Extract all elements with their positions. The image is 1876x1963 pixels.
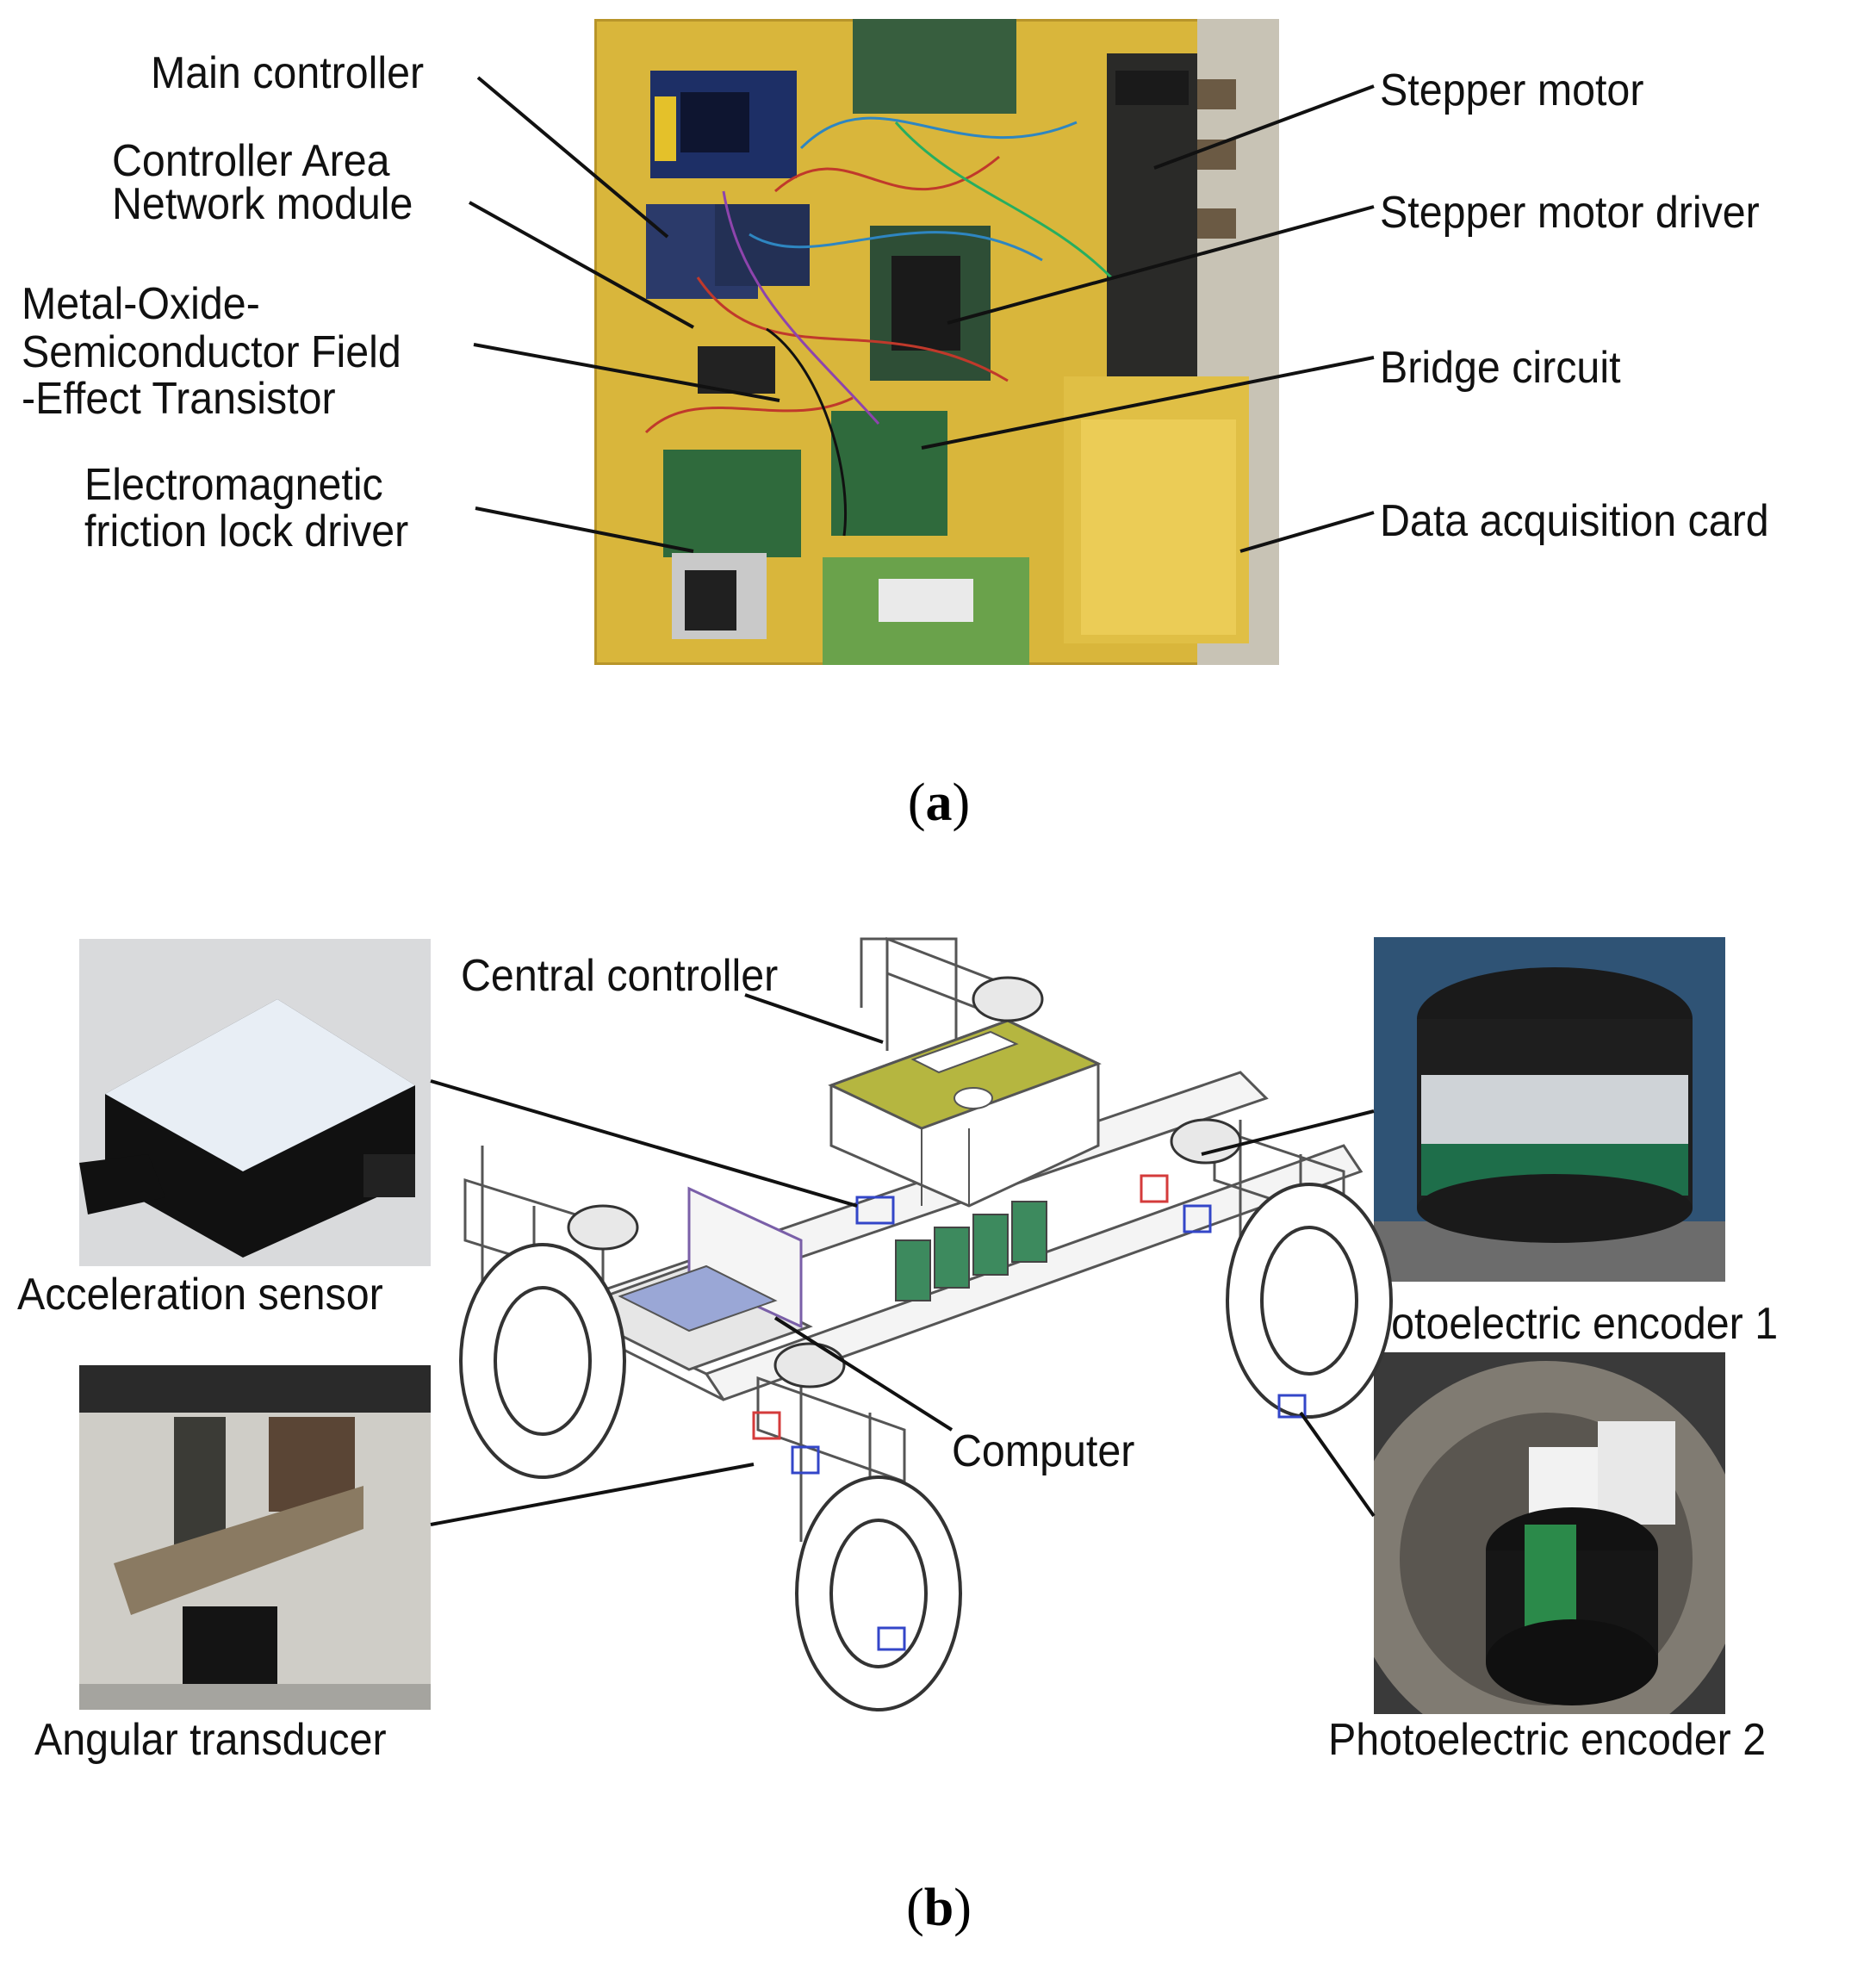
- label-can-module-line1: Controller Area: [112, 136, 390, 186]
- encoder2-photo: [1374, 1352, 1725, 1714]
- label-can-module-line2: Network module: [112, 179, 413, 229]
- label-bridge-circuit: Bridge circuit: [1380, 343, 1621, 393]
- caption-b: (b): [906, 1879, 972, 1937]
- caption-a: (a): [907, 773, 971, 832]
- central-controller-box: [828, 1019, 1102, 1208]
- battery-packs: [895, 1201, 1047, 1301]
- acceleration-sensor-photo: [79, 939, 431, 1266]
- label-encoder2: Photoelectric encoder 2: [1328, 1715, 1767, 1765]
- label-mosfet-line2: Semiconductor Field: [22, 327, 401, 377]
- label-mosfet-line1: Metal-Oxide-: [22, 279, 260, 329]
- label-em-lock-line2: friction lock driver: [84, 506, 409, 556]
- label-angular-transducer: Angular transducer: [34, 1715, 387, 1765]
- label-central-controller: Central controller: [461, 951, 779, 1001]
- label-acceleration-sensor: Acceleration sensor: [17, 1270, 383, 1320]
- encoder1-photo: [1374, 937, 1725, 1282]
- label-computer: Computer: [952, 1426, 1135, 1476]
- label-daq-card: Data acquisition card: [1380, 496, 1769, 546]
- label-stepper-motor: Stepper motor: [1380, 65, 1644, 115]
- angular-transducer-photo: [79, 1365, 431, 1710]
- label-encoder1: Photoelectric encoder 1: [1340, 1299, 1779, 1349]
- label-main-controller: Main controller: [151, 48, 425, 98]
- label-stepper-driver: Stepper motor driver: [1380, 188, 1760, 238]
- computer-laptop: [565, 1186, 813, 1371]
- label-em-lock-line1: Electromagnetic: [84, 460, 383, 510]
- label-mosfet-line3: -Effect Transistor: [22, 374, 336, 424]
